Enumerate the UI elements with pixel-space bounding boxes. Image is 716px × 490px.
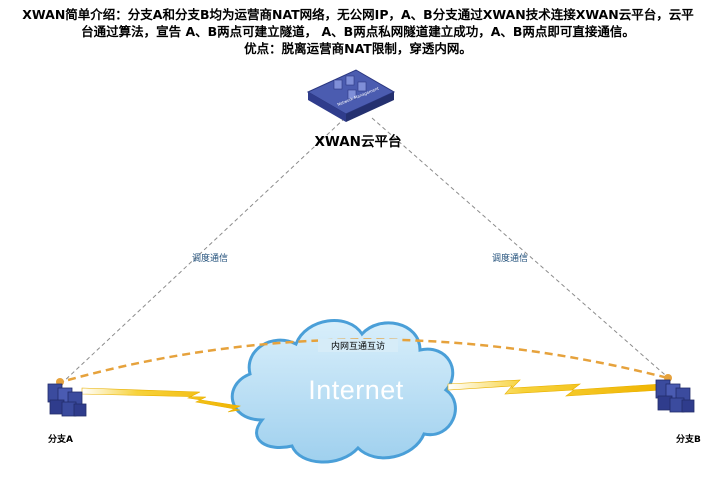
branch-a-server-icon [47,378,87,417]
branch-a-label: 分支A [48,435,73,445]
internet-label: Internet [308,375,404,405]
intro-line-2: 优点：脱离运营商NAT限制，穿透内网。 [244,41,472,56]
right-signaling-line [371,117,673,382]
left-signaling-label: 调度通信 [192,254,229,264]
intro-text: XWAN简单介绍：分支A和分支B均为运营商NAT网络，无公网IP，A、B分支通过… [20,6,696,57]
branch-b-server-icon [655,374,695,413]
platform-label: XWAN云平台 [314,134,402,150]
branch-b-label: 分支B [676,435,701,445]
right-lightning-bolt [447,379,663,397]
intro-line-1: XWAN简单介绍：分支A和分支B均为运营商NAT网络，无公网IP，A、B分支通过… [22,7,694,39]
left-signaling-line [61,117,346,384]
right-signaling-label: 调度通信 [492,254,529,264]
internet-cloud [230,319,457,464]
tunnel-label: 内网互通互访 [318,339,398,352]
left-lightning-bolt [81,387,241,413]
platform-device-icon: Network Management [306,69,396,122]
